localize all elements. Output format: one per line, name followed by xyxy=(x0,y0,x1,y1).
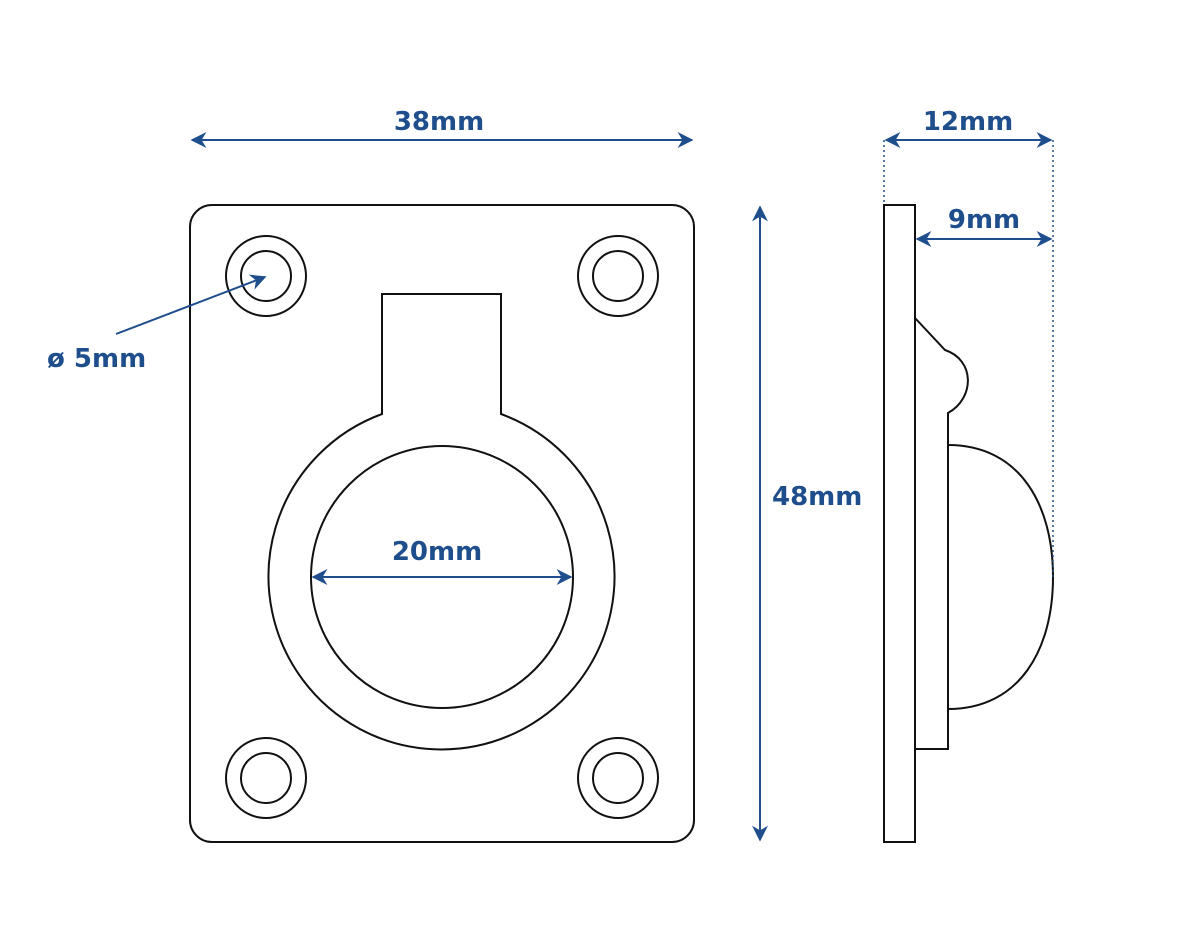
side-view xyxy=(883,204,1055,843)
mounting-hole-bottom-right xyxy=(577,737,659,819)
dimension-depth-ring: 9mm xyxy=(915,205,1053,247)
dimension-width: 38mm xyxy=(190,107,694,148)
dimension-height: 48mm xyxy=(752,205,862,842)
dimension-hole-label: ø 5mm xyxy=(47,344,146,374)
dimension-width-label: 38mm xyxy=(394,107,484,137)
side-hinge-profile xyxy=(914,317,969,750)
ring-recess-outline xyxy=(267,293,616,751)
ring-inner-opening xyxy=(310,445,574,709)
dimension-hole: ø 5mm xyxy=(47,274,267,374)
mounting-hole-top-left xyxy=(225,235,307,317)
mounting-hole-top-right xyxy=(577,235,659,317)
dimension-height-label: 48mm xyxy=(772,482,862,512)
mounting-plate xyxy=(189,204,695,843)
front-view xyxy=(189,204,695,843)
mounting-hole-bottom-left xyxy=(225,737,307,819)
dimension-ring-label: 20mm xyxy=(392,537,482,567)
dimension-depth-total-label: 12mm xyxy=(923,107,1013,137)
dimension-ring-inner: 20mm xyxy=(311,537,573,585)
side-plate xyxy=(883,204,916,843)
side-ring-profile xyxy=(947,444,1055,710)
dimension-depth-ring-label: 9mm xyxy=(948,205,1020,235)
dimension-depth-total: 12mm xyxy=(883,107,1054,577)
